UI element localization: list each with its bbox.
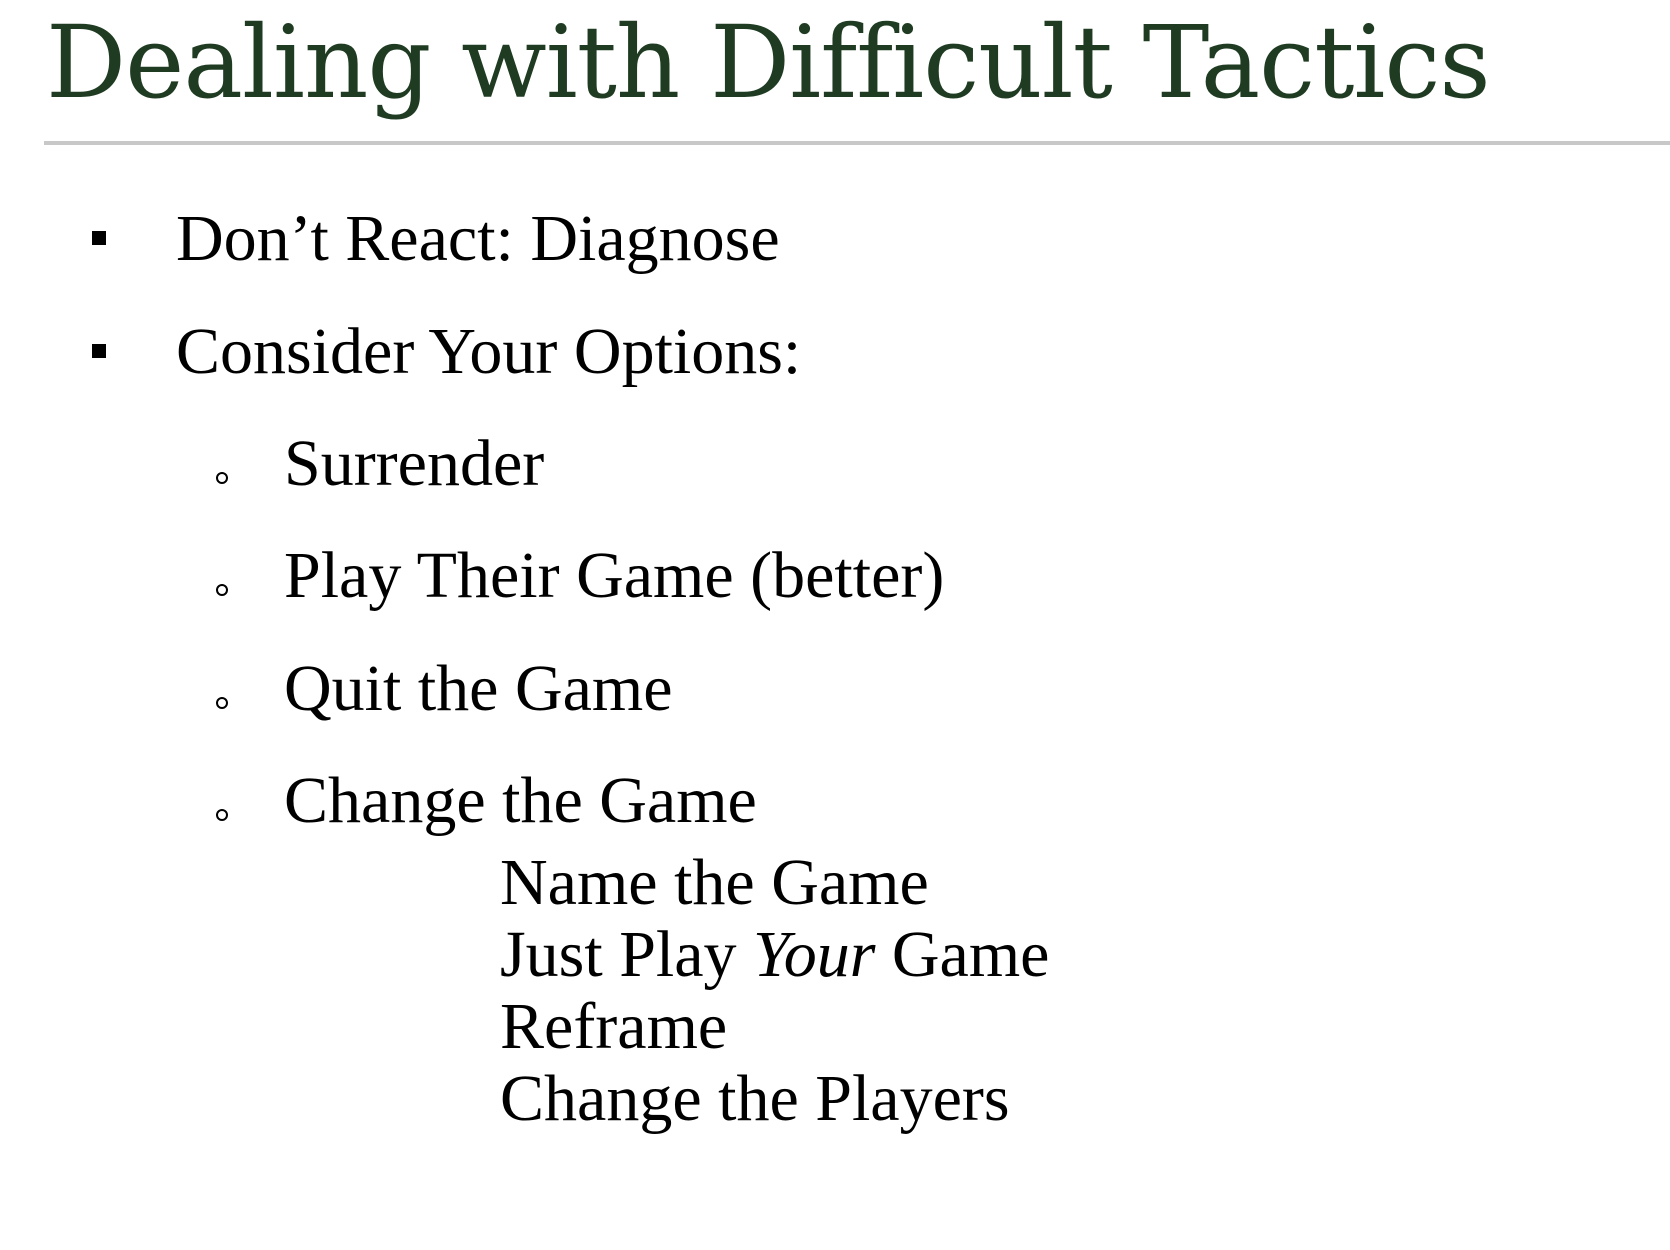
circle-bullet-icon [216,584,228,596]
sub-item-name-the-game: Name the Game [500,846,929,919]
square-bullet-icon [92,231,106,245]
option-text: Play Their Game (better) [284,539,945,612]
sub-item-just-play-suffix: Game [875,918,1050,991]
sub-item-just-play-emphasis: Your [753,918,876,991]
sub-item-just-play-prefix: Just Play [500,918,754,991]
option-text: Change the Game [284,764,757,837]
option-text: Surrender [284,427,545,500]
sub-item-change-the-players: Change the Players [500,1062,1010,1135]
sub-item-just-play-your-game: Just Play Your Game [500,922,1049,988]
bullet-text: Don’t React: Diagnose [176,202,780,275]
circle-bullet-icon [216,809,228,821]
title-divider [44,141,1670,145]
circle-bullet-icon [216,472,228,484]
bullet-text: Consider Your Options: [176,315,802,388]
sub-item-reframe: Reframe [500,990,728,1063]
circle-bullet-icon [216,697,228,709]
square-bullet-icon [92,344,106,358]
slide-title: Dealing with Difficult Tactics [46,4,1491,121]
option-text: Quit the Game [284,652,673,725]
